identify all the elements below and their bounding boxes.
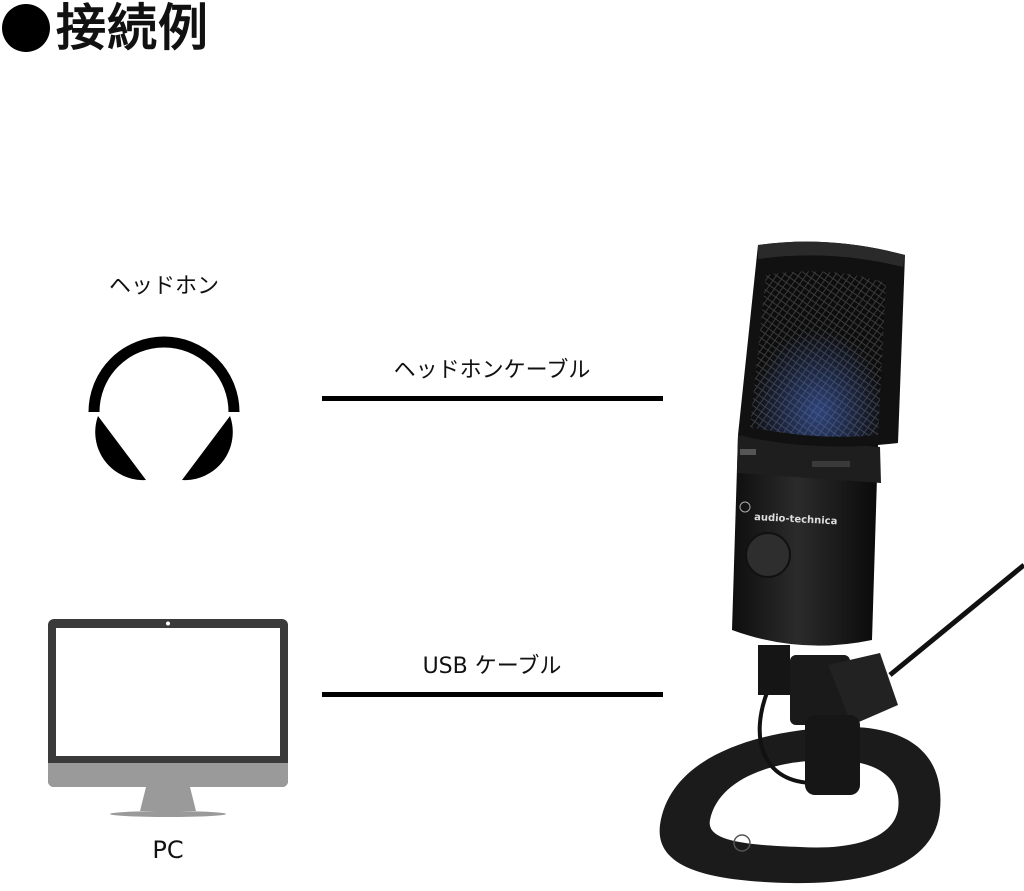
bullet-icon — [2, 3, 50, 52]
page-title-text: 接続例 — [56, 0, 209, 57]
headphones-label: ヘッドホン — [108, 274, 219, 299]
headphone-cable-line — [322, 396, 663, 401]
usb-microphone-image: audio-technica — [659, 241, 1024, 884]
headphone-cable-label: ヘッドホンケーブル — [393, 358, 591, 383]
headphones-icon — [88, 336, 240, 481]
monitor-icon — [48, 619, 288, 817]
usb-cable-line — [322, 692, 663, 697]
page-title: 接続例 — [2, 0, 209, 60]
pc-label: PC — [152, 836, 184, 864]
brand-text: audio-technica — [754, 512, 838, 527]
usb-cable-label: USB ケーブル — [422, 654, 562, 679]
